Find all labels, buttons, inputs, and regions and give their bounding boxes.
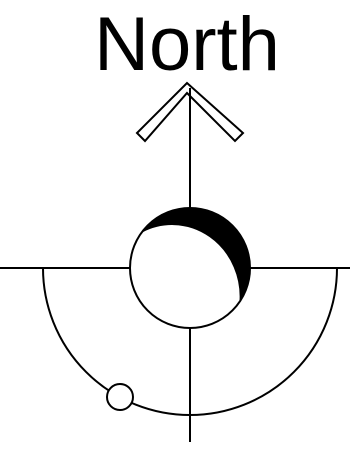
north-label: North	[94, 2, 280, 87]
small-marker-circle	[107, 384, 133, 410]
